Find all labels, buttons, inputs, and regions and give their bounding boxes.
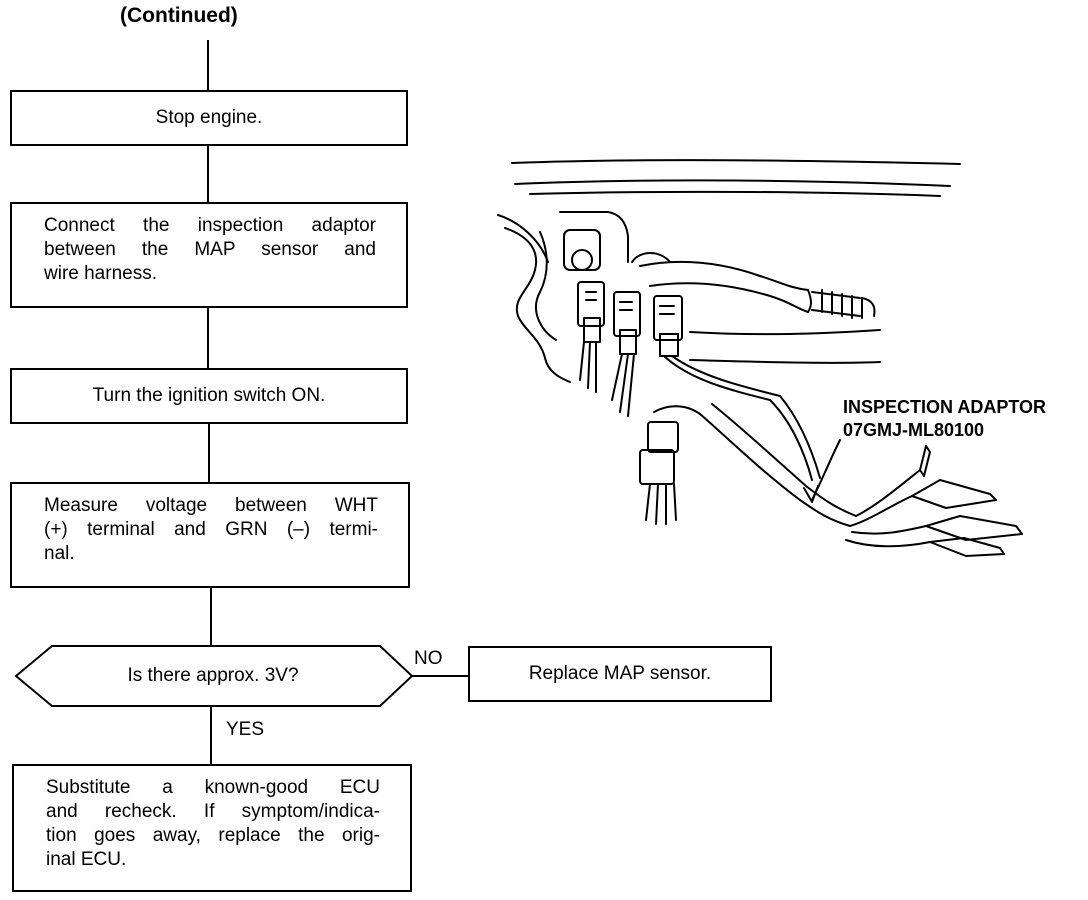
- step-connect-adaptor-line: Connect the inspection adaptor: [44, 215, 376, 236]
- step-connect-adaptor-line: wire harness.: [44, 263, 157, 284]
- decision-hexagon: [14, 645, 414, 707]
- step-connect-adaptor-line: between the MAP sensor and: [44, 239, 376, 260]
- step-measure-voltage: Measure voltage between WHT (+) terminal…: [10, 482, 410, 588]
- step-replace-map-sensor-text: Replace MAP sensor.: [528, 663, 712, 684]
- connector-line-yes: [210, 706, 212, 764]
- connector-line-no: [412, 675, 468, 677]
- step-measure-voltage-line: (+) terminal and GRN (–) termi-: [44, 519, 378, 540]
- step-connect-adaptor: Connect the inspection adaptor between t…: [10, 202, 408, 308]
- connector-line-1: [207, 40, 209, 90]
- step-ignition-on-text: Turn the ignition switch ON.: [92, 385, 326, 406]
- decision-question: Is there approx. 3V?: [127, 665, 299, 686]
- step-measure-voltage-line: Measure voltage between WHT: [44, 495, 378, 516]
- step-stop-engine-text: Stop engine.: [155, 107, 263, 128]
- yes-label: YES: [226, 719, 265, 740]
- connector-line-5: [210, 588, 212, 646]
- step-substitute-ecu-line: inal ECU.: [46, 849, 127, 870]
- step-substitute-ecu: Substitute a known-good ECU and recheck.…: [12, 764, 412, 892]
- connector-line-3: [207, 308, 209, 368]
- step-substitute-ecu-line: and recheck. If symptom/indica-: [46, 801, 380, 822]
- page-title: (Continued): [120, 4, 238, 27]
- step-replace-map-sensor: Replace MAP sensor.: [468, 646, 772, 702]
- step-substitute-ecu-line: Substitute a known-good ECU: [46, 777, 380, 798]
- callout-line-2: 07GMJ-ML80100: [843, 420, 985, 440]
- step-stop-engine: Stop engine.: [10, 90, 408, 146]
- connector-line-4: [208, 424, 210, 482]
- no-label: NO: [414, 648, 443, 669]
- connector-line-2: [207, 146, 209, 202]
- callout-line-1: INSPECTION ADAPTOR: [843, 397, 1047, 417]
- step-substitute-ecu-line: tion goes away, replace the orig-: [46, 825, 380, 846]
- step-measure-voltage-line: nal.: [44, 543, 75, 564]
- step-ignition-on: Turn the ignition switch ON.: [10, 368, 408, 424]
- inspection-adaptor-callout: INSPECTION ADAPTOR 07GMJ-ML80100: [843, 396, 1046, 442]
